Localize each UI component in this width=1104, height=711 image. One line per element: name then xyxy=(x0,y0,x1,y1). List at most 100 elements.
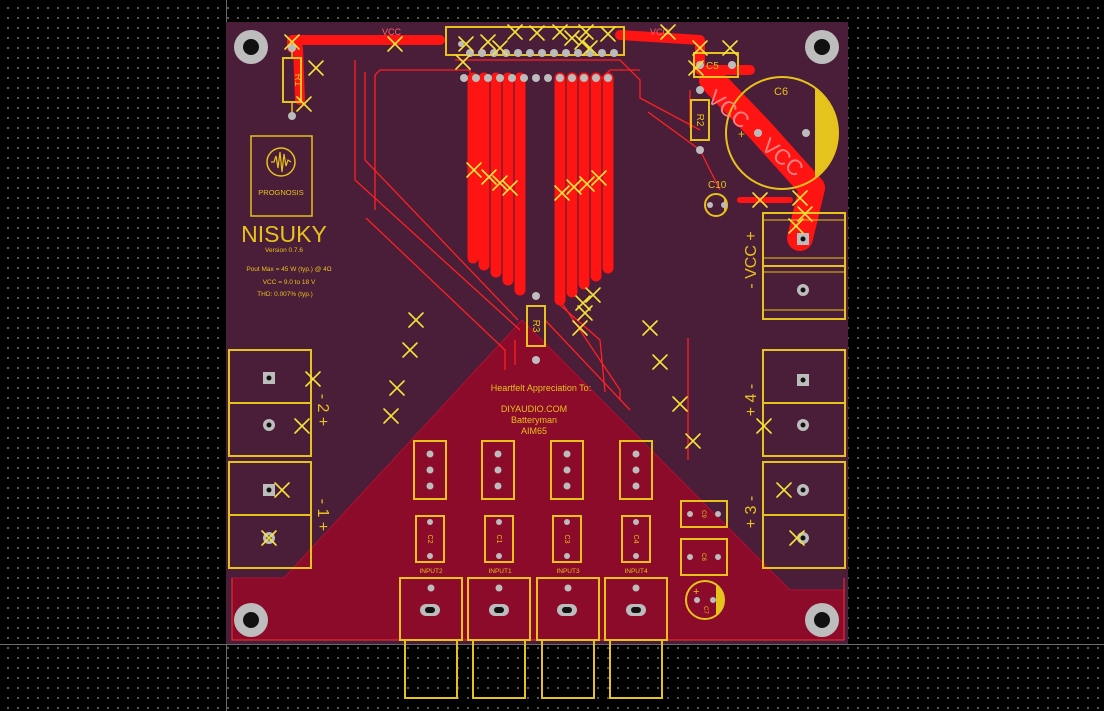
terminal-out2-label: - 2 + xyxy=(314,394,331,426)
resistor-r1[interactable]: R1 xyxy=(282,44,303,120)
drc-marker xyxy=(294,418,310,434)
drc-marker xyxy=(308,60,324,76)
input-label: INPUT4 xyxy=(624,568,648,575)
capacitor-c1[interactable] xyxy=(484,515,514,563)
c7-plus: + xyxy=(693,586,699,598)
potentiometers[interactable] xyxy=(413,440,653,500)
c5-label: C5 xyxy=(706,61,719,72)
input-jack-1[interactable] xyxy=(467,577,531,699)
drc-marker xyxy=(529,25,545,41)
vias xyxy=(458,41,540,300)
drc-marker xyxy=(752,192,768,208)
terminal-out2[interactable]: - 2 + xyxy=(228,349,331,457)
drc-marker xyxy=(305,371,321,387)
r1-label: R1 xyxy=(292,74,303,87)
drc-marker xyxy=(574,34,590,50)
c7-label: C7 xyxy=(702,606,708,614)
drc-marker xyxy=(582,40,598,56)
guide-line-horizontal xyxy=(0,644,1104,645)
channel-traces xyxy=(467,72,614,306)
input-label: INPUT1 xyxy=(488,568,512,575)
header-connector[interactable] xyxy=(445,26,625,82)
capacitor-c10[interactable]: C10 xyxy=(704,180,728,217)
credits-block: Heartfelt Appreciation To: DIYAUDIO.COM … xyxy=(491,383,591,436)
drc-marker xyxy=(387,36,403,52)
c4-label: C4 xyxy=(632,535,639,544)
input-label: INPUT2 xyxy=(419,568,443,575)
c9-label: C9 xyxy=(700,510,706,518)
drc-marker xyxy=(788,218,804,234)
capacitor-c3[interactable] xyxy=(552,515,582,563)
drc-marker xyxy=(458,36,474,52)
drc-marker xyxy=(383,408,399,424)
c10-label: C10 xyxy=(708,180,727,191)
terminal-out4[interactable]: + 4 - xyxy=(743,349,846,457)
trimmer-pot[interactable] xyxy=(413,440,447,500)
credits-heading: Heartfelt Appreciation To: xyxy=(491,383,591,393)
capacitor-c9[interactable]: C9 xyxy=(680,500,728,528)
c6-label: C6 xyxy=(774,86,788,98)
spec-line: THD: 0.007% (typ.) xyxy=(257,291,313,298)
r2-label: R2 xyxy=(694,114,705,127)
c6-plus: + xyxy=(738,127,745,141)
drc-marker xyxy=(274,482,290,498)
input-jack-3[interactable] xyxy=(536,577,600,699)
capacitor-c2[interactable] xyxy=(415,515,445,563)
capacitor-c7[interactable]: + C7 xyxy=(685,580,725,620)
drc-marker xyxy=(652,354,668,370)
drc-marker xyxy=(688,60,704,76)
drc-marker xyxy=(797,206,813,222)
trimmer-pot[interactable] xyxy=(550,440,584,500)
c3-label: C3 xyxy=(563,535,570,544)
drc-marker xyxy=(591,170,607,186)
drc-marker xyxy=(572,320,588,336)
drc-marker xyxy=(507,24,523,40)
terminal-out3-label: + 3 - xyxy=(743,496,760,528)
trimmer-pot[interactable] xyxy=(619,440,653,500)
trimmer-pot[interactable] xyxy=(481,440,515,500)
drc-marker xyxy=(579,176,595,192)
drc-marker xyxy=(502,180,518,196)
drc-marker xyxy=(578,24,594,40)
net-label-vcc: VCC xyxy=(382,27,402,37)
drc-marker xyxy=(554,185,570,201)
drc-marker xyxy=(408,312,424,328)
drc-marker xyxy=(776,482,792,498)
drc-marker xyxy=(585,287,601,303)
capacitor-c4[interactable] xyxy=(621,515,651,563)
drc-marker xyxy=(660,24,676,40)
capacitor-c8[interactable]: C8 xyxy=(680,538,728,576)
c8-label: C8 xyxy=(700,553,706,561)
drc-markers xyxy=(261,24,813,546)
mounting-holes xyxy=(234,30,839,637)
resistor-r2[interactable]: R2 xyxy=(690,86,710,154)
drc-marker xyxy=(642,320,658,336)
net-label-vcc: VCC xyxy=(650,27,670,37)
drc-marker xyxy=(577,305,593,321)
drc-marker xyxy=(722,40,738,56)
r3-label: R3 xyxy=(530,320,541,333)
terminal-vcc[interactable]: - VCC + xyxy=(743,212,846,320)
c1-label: C1 xyxy=(495,535,502,544)
drc-marker xyxy=(566,179,582,195)
capacitor-c6[interactable]: + C6 xyxy=(725,76,839,190)
board-title: NISUKY xyxy=(241,221,327,247)
board-version: Version 0.7.6 xyxy=(265,247,303,254)
input-jack-2[interactable] xyxy=(399,577,463,699)
drc-marker xyxy=(492,175,508,191)
terminal-out4-label: + 4 - xyxy=(743,384,760,416)
drc-marker xyxy=(284,34,300,50)
drc-marker xyxy=(261,530,277,546)
spec-line: VCC = 9.0 to 18 V xyxy=(263,279,316,286)
spec-line: Pout Max = 45 W (typ.) @ 4Ω xyxy=(246,266,331,273)
input-jack-4[interactable] xyxy=(604,577,668,699)
credits-line: DIYAUDIO.COM xyxy=(501,404,567,414)
drc-marker xyxy=(480,34,496,50)
terminal-vcc-label: - VCC + xyxy=(743,231,760,288)
coupling-caps[interactable]: C2 C1 C3 C4 xyxy=(415,515,651,563)
drc-marker xyxy=(481,169,497,185)
drc-marker xyxy=(564,30,580,46)
input-jacks[interactable]: INPUT2 INPUT1 INPUT3 INPUT4 xyxy=(399,568,668,699)
drc-marker xyxy=(455,54,471,70)
